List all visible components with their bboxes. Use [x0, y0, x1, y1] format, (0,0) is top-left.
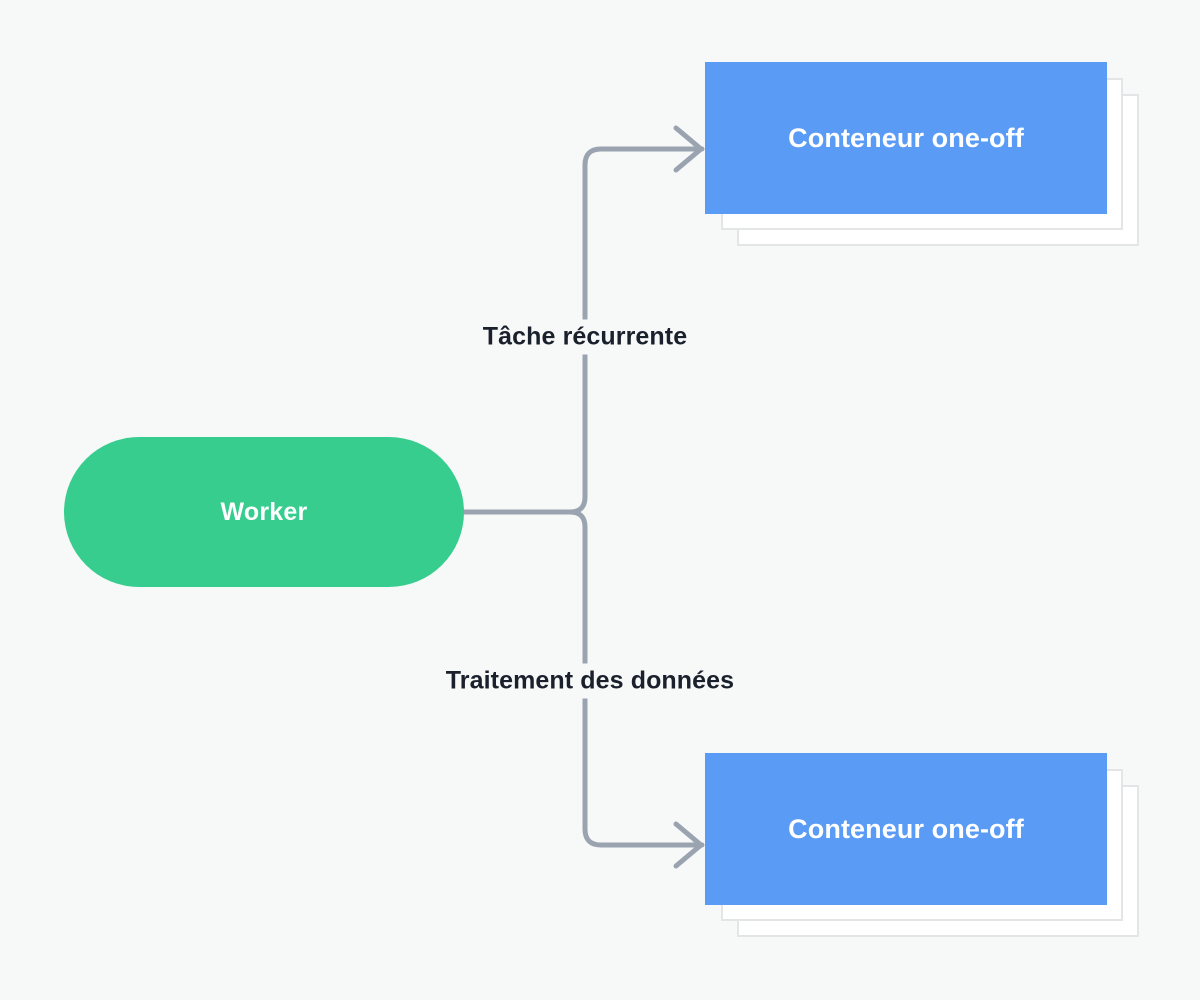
node-container-bottom[interactable]: Conteneur one-off	[705, 753, 1139, 937]
edge-label-data-processing: Traitement des données	[435, 663, 745, 699]
node-worker-label: Worker	[220, 497, 308, 526]
arrowhead-top-icon	[673, 125, 704, 173]
node-worker[interactable]: Worker	[64, 437, 464, 587]
edge-label-recurring-task: Tâche récurrente	[472, 319, 698, 355]
edge-worker-to-container-top	[567, 146, 705, 515]
node-container-bottom-label: Conteneur one-off	[788, 813, 1024, 844]
stack-card-front[interactable]: Conteneur one-off	[705, 753, 1107, 905]
stack-card-front[interactable]: Conteneur one-off	[705, 62, 1107, 214]
node-container-top[interactable]: Conteneur one-off	[705, 62, 1139, 246]
arrowhead-bottom-icon	[673, 821, 704, 869]
edge-worker-to-container-bottom	[567, 509, 705, 848]
node-container-top-label: Conteneur one-off	[788, 122, 1024, 153]
